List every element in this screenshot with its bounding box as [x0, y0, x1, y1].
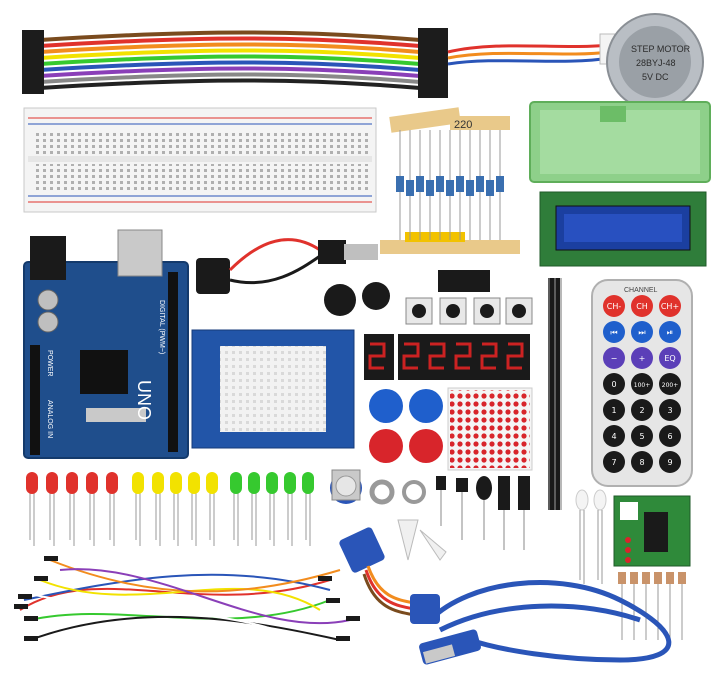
remote-button — [659, 373, 681, 395]
board-label-power: POWER — [46, 350, 53, 376]
remote-button — [631, 451, 653, 473]
remote-button — [631, 425, 653, 447]
remote-button-label: ⏯ — [667, 328, 673, 337]
servo-motor — [339, 519, 447, 618]
lcd-display — [539, 191, 707, 267]
remote-button — [603, 373, 625, 395]
remote-button-label: CH — [636, 302, 648, 311]
remote-button — [659, 347, 681, 369]
remote-button — [603, 399, 625, 421]
led — [66, 472, 78, 494]
remote-button-label: ⏮ — [610, 328, 617, 337]
buzzers — [324, 282, 390, 316]
resistor-tag: 220 — [454, 119, 472, 131]
remote-button — [603, 347, 625, 369]
button-caps — [369, 389, 443, 463]
remote-button — [659, 295, 681, 317]
remote-channel-label: CHANNEL — [624, 287, 658, 294]
usb-cable — [410, 580, 672, 665]
motor-label-2: 28BYJ-48 — [636, 58, 676, 68]
led — [266, 472, 278, 494]
stepper-motor: STEP MOTOR 28BYJ-48 5V DC — [447, 13, 704, 111]
remote-button-label: ⏭ — [638, 328, 645, 337]
remote-button-label: CH+ — [661, 302, 679, 311]
remote-button — [659, 321, 681, 343]
remote-button-label: CH- — [607, 302, 622, 311]
ir-remote: CHANNEL CH- CH CH+ ⏮ ⏭ ⏯ − + EQ 0 100+ 200+ 1 2 3 4 5 6 7 8… — [591, 279, 693, 487]
remote-button — [659, 425, 681, 447]
motor-label-1: STEP MOTOR — [631, 44, 691, 54]
potentiometer — [330, 469, 362, 504]
remote-button — [603, 295, 625, 317]
rainbow-jumper-wires — [22, 28, 448, 98]
led — [284, 472, 296, 494]
male-jumper-wires — [14, 556, 360, 651]
rgb-leds — [575, 489, 607, 584]
led-matrix — [447, 387, 533, 471]
led — [248, 472, 260, 494]
board-label-digital: DIGITAL (PWM~) — [158, 300, 165, 354]
remote-button-label: − — [611, 354, 618, 363]
remote-button — [659, 399, 681, 421]
remote-button-label: EQ — [664, 354, 675, 363]
remote-button-label: 5 — [639, 432, 644, 441]
remote-button-label: 3 — [667, 406, 672, 415]
sensors-and-transistors — [436, 476, 530, 550]
remote-button-label: 0 — [611, 380, 616, 389]
led — [26, 472, 38, 494]
tactile-buttons — [405, 297, 533, 325]
remote-button — [603, 425, 625, 447]
resistor-bundle: 220 — [380, 107, 520, 254]
remote-button — [659, 451, 681, 473]
remote-button-label: 4 — [611, 432, 616, 441]
led — [106, 472, 118, 494]
remote-button-label: 100+ — [634, 382, 650, 389]
led — [188, 472, 200, 494]
remote-button — [631, 399, 653, 421]
led-row — [26, 472, 314, 546]
remote-button-label: 8 — [639, 458, 644, 467]
remote-button-label: 200+ — [662, 382, 678, 389]
remote-button — [631, 347, 653, 369]
loose-resistors — [618, 572, 686, 640]
remote-button — [631, 295, 653, 317]
led — [86, 472, 98, 494]
stepper-driver-board — [613, 495, 691, 567]
arduino-uno-board: UNO DIGITAL (PWM~) POWER ANALOG IN — [23, 229, 189, 459]
board-label-analog: ANALOG IN — [46, 400, 53, 438]
shift-register-chip — [438, 270, 490, 292]
led — [132, 472, 144, 494]
remote-button-label: + — [639, 354, 646, 363]
hardware-nuts — [369, 479, 426, 505]
led — [152, 472, 164, 494]
led — [230, 472, 242, 494]
remote-button-label: 6 — [667, 432, 672, 441]
led — [46, 472, 58, 494]
green-storage-case — [529, 101, 711, 183]
board-brand: UNO — [134, 380, 154, 420]
led — [206, 472, 218, 494]
led — [170, 472, 182, 494]
remote-button — [603, 321, 625, 343]
led — [302, 472, 314, 494]
remote-button-label: 7 — [611, 458, 616, 467]
remote-button-label: 1 — [611, 406, 616, 415]
remote-button-label: 9 — [667, 458, 672, 467]
prototype-shield — [191, 329, 355, 449]
breadboard — [23, 107, 377, 213]
seven-segment-displays — [364, 334, 530, 380]
motor-label-3: 5V DC — [642, 72, 669, 82]
remote-button — [603, 451, 625, 473]
pin-header-strip — [544, 278, 564, 510]
remote-button — [631, 321, 653, 343]
remote-button-label: 2 — [639, 406, 644, 415]
remote-button — [631, 373, 653, 395]
battery-clip — [196, 238, 378, 294]
